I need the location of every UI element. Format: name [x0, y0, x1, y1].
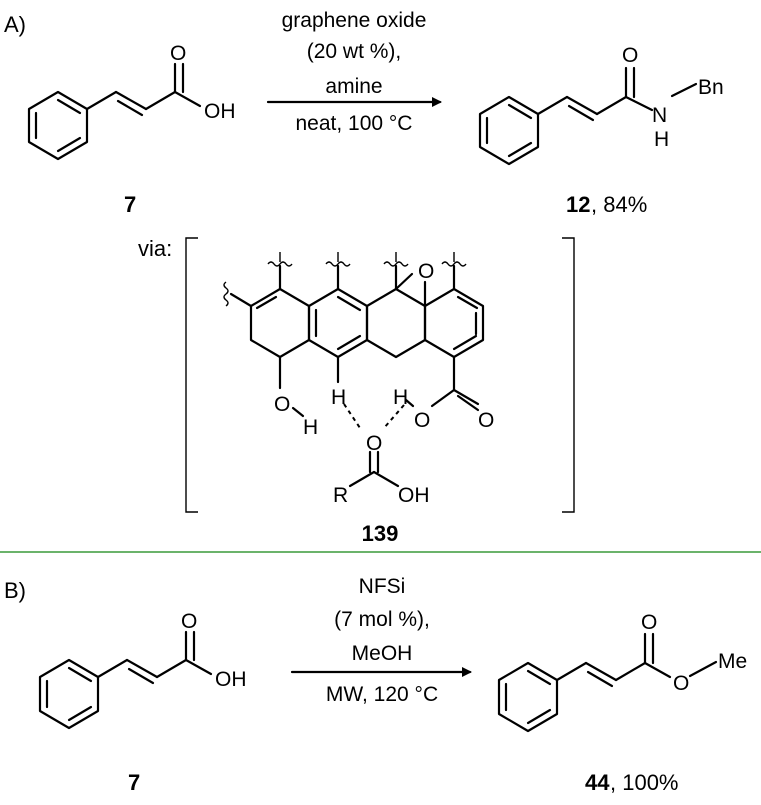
- intermediate-acid-o: O: [414, 409, 430, 432]
- product-44-structure: [497, 632, 718, 733]
- condition-b-1: NFSi: [359, 575, 406, 598]
- alkene-chain: [85, 62, 202, 117]
- product-44-methyl: Me: [718, 650, 747, 673]
- condition-a-1: graphene oxide: [282, 9, 427, 32]
- product-12-bn-group: Bn: [698, 76, 724, 99]
- via-label: via:: [138, 236, 172, 261]
- product-12-structure: [478, 66, 698, 166]
- product-44-carbonyl-o: O: [641, 611, 657, 634]
- panel-label-b: B): [4, 578, 26, 603]
- reactant-7-structure-a: O OH: [27, 42, 236, 161]
- bound-acid-hydroxyl: OH: [398, 484, 430, 507]
- condition-b-4: MW, 120 °C: [326, 683, 438, 706]
- compound-number-7-b: 7: [128, 770, 140, 795]
- product-12-n-atom: N: [652, 104, 667, 127]
- reactant-7-structure-b: [38, 630, 213, 730]
- compound-number-12: 12: [566, 192, 590, 217]
- condition-a-4: neat, 100 °C: [296, 112, 413, 135]
- reaction-arrowhead-b: [462, 667, 472, 677]
- right-bracket: [562, 237, 575, 513]
- compound-number-44: 44: [585, 770, 610, 795]
- reactant-b-hydroxyl: OH: [215, 668, 247, 691]
- intermediate-acid-h: H: [393, 386, 408, 409]
- hydroxyl-atom: OH: [204, 100, 236, 123]
- intermediate-acid-carbonyl-o: O: [478, 409, 494, 432]
- condition-b-3: MeOH: [352, 642, 413, 665]
- carbonyl-o-atom: O: [170, 42, 186, 65]
- reaction-arrowhead-a: [432, 97, 442, 107]
- product-44-yield: , 100%: [610, 770, 679, 795]
- condition-a-3: amine: [325, 75, 382, 98]
- condition-a-2: (20 wt %),: [307, 40, 402, 63]
- epoxide-o-atom: O: [418, 260, 434, 283]
- product-44-ester-o: O: [673, 672, 689, 695]
- bound-acid-r-group: R: [333, 484, 348, 507]
- benzene-ring: [27, 90, 89, 161]
- graphene-oxide-fragment: [223, 252, 485, 488]
- product-12-carbonyl-o: O: [622, 44, 638, 67]
- reactant-b-carbonyl-o: O: [181, 610, 197, 633]
- intermediate-oh-h: H: [303, 416, 318, 439]
- product-12-yield: , 84%: [591, 192, 647, 217]
- left-bracket: [185, 237, 198, 513]
- condition-b-2: (7 mol %),: [334, 608, 430, 631]
- compound-number-7-a: 7: [124, 192, 136, 217]
- compound-number-139: 139: [362, 521, 399, 546]
- bound-acid-carbonyl-o: O: [366, 432, 382, 455]
- intermediate-ring-h: H: [331, 386, 346, 409]
- panel-label-a: A): [4, 12, 26, 37]
- product-12-h-atom: H: [654, 128, 669, 151]
- intermediate-oh-o: O: [274, 393, 290, 416]
